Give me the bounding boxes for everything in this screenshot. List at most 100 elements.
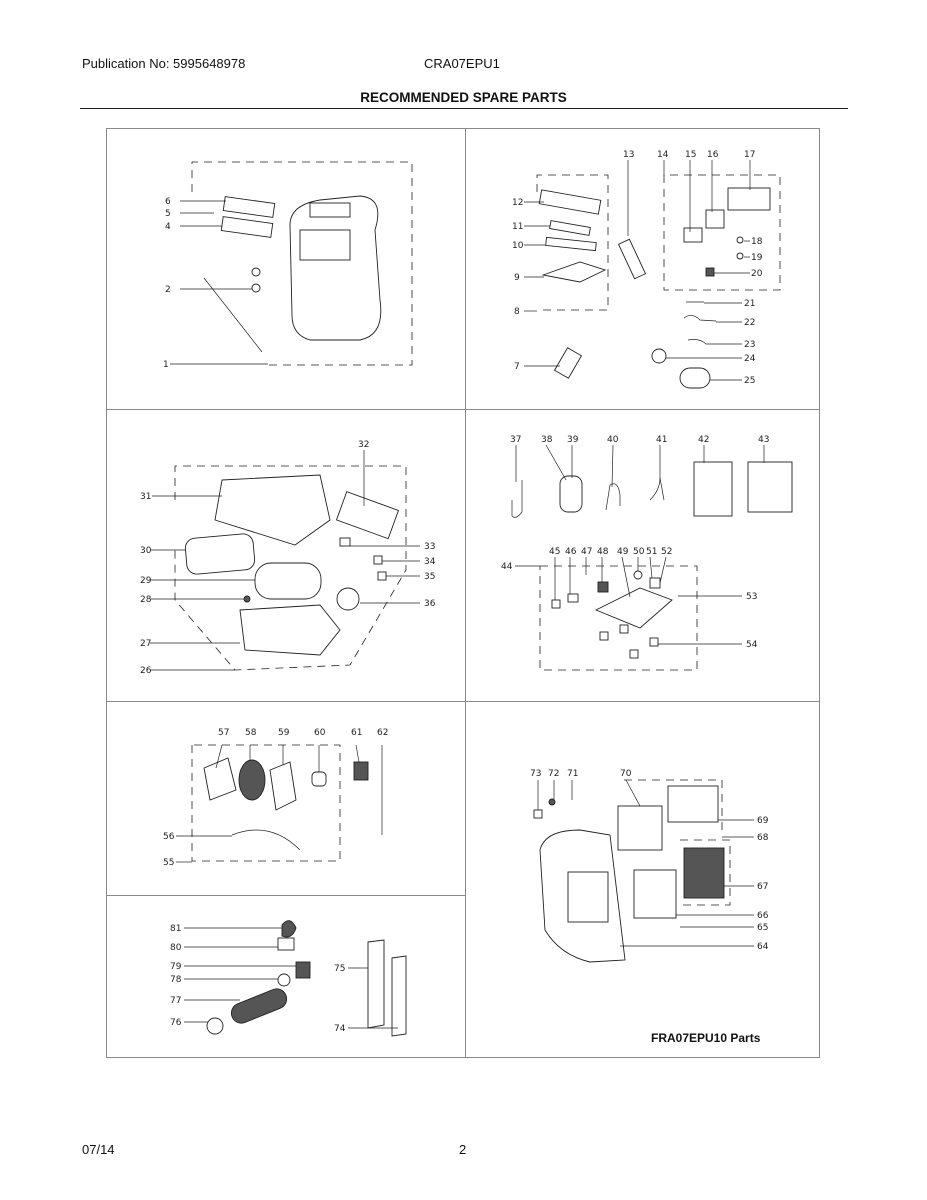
part-label-29: 29 xyxy=(140,576,152,586)
part-label-58: 58 xyxy=(245,728,257,738)
panel-rear-cabinet: 73 72 71 70 69 68 67 66 65 64 xyxy=(530,769,769,963)
part-label-28: 28 xyxy=(140,595,152,605)
control-cover-shape xyxy=(541,261,607,283)
part-label-65: 65 xyxy=(757,923,768,933)
part-label-5: 5 xyxy=(165,209,171,219)
part-label-48: 48 xyxy=(597,547,609,557)
part-label-14: 14 xyxy=(657,150,669,160)
part-label-46: 46 xyxy=(565,547,577,557)
carbon-filter-shape xyxy=(617,805,663,851)
model-number: CRA07EPU1 xyxy=(424,56,500,71)
top-louver-shape xyxy=(222,196,276,218)
part-label-74: 74 xyxy=(334,1024,346,1034)
panel-blower-housing: 31 30 29 28 27 26 32 33 34 35 36 xyxy=(140,440,436,676)
part-label-2: 2 xyxy=(165,285,171,295)
knob-shape-b xyxy=(251,283,261,293)
part-label-57: 57 xyxy=(218,728,229,738)
footer-date: 07/14 xyxy=(82,1142,115,1157)
front-cabinet-shape xyxy=(289,195,382,341)
part-label-55: 55 xyxy=(163,858,174,868)
part-label-41: 41 xyxy=(656,435,667,445)
part-label-31: 31 xyxy=(140,492,151,502)
grid-divider-row-1 xyxy=(106,409,820,410)
part-label-11: 11 xyxy=(512,222,523,232)
part-label-20: 20 xyxy=(751,269,763,279)
part-label-77: 77 xyxy=(170,996,181,1006)
rear-filter-frame-shape xyxy=(567,871,609,923)
page-number: 2 xyxy=(459,1142,467,1157)
electric-box-shape xyxy=(727,187,771,211)
part-label-19: 19 xyxy=(751,253,763,263)
knob-shape-a xyxy=(251,267,261,277)
part-label-25: 25 xyxy=(744,376,755,386)
part-label-6: 6 xyxy=(165,197,171,207)
part-label-49: 49 xyxy=(617,547,629,557)
part-label-67: 67 xyxy=(757,882,768,892)
window-slider-74-shape xyxy=(391,955,407,1037)
exhaust-hose-shape xyxy=(230,988,288,1024)
part-label-75: 75 xyxy=(334,964,345,974)
panel-strip-shape xyxy=(617,238,647,280)
part-label-10: 10 xyxy=(512,241,524,251)
part-label-76: 76 xyxy=(170,1018,182,1028)
part-label-39: 39 xyxy=(567,435,579,445)
part-label-4: 4 xyxy=(165,222,171,232)
part-label-15: 15 xyxy=(685,150,696,160)
lower-filter-frame-shape xyxy=(633,869,677,919)
cross-flow-fan-shape xyxy=(184,533,256,575)
base-pan-shape xyxy=(594,587,673,629)
capacitor-shape xyxy=(679,367,711,389)
part-label-59: 59 xyxy=(278,728,290,738)
part-label-30: 30 xyxy=(140,546,152,556)
grid-divider-vertical xyxy=(465,128,466,1058)
part-label-18: 18 xyxy=(751,237,763,247)
grid-divider-row-3-left xyxy=(106,895,466,896)
part-label-47: 47 xyxy=(581,547,592,557)
part-label-81: 81 xyxy=(170,924,181,934)
fan-blade-shape xyxy=(238,759,266,801)
lower-louver-shape xyxy=(220,216,274,238)
part-label-32: 32 xyxy=(358,440,369,450)
part-label-42: 42 xyxy=(698,435,709,445)
part-label-60: 60 xyxy=(314,728,326,738)
fan-motor-shape xyxy=(311,771,327,787)
hose-adapter-shape xyxy=(206,1017,224,1035)
part-label-34: 34 xyxy=(424,557,436,567)
control-panel-shape xyxy=(309,202,351,218)
part-label-68: 68 xyxy=(757,833,769,843)
window-filter-shape xyxy=(295,961,311,979)
part-label-33: 33 xyxy=(424,542,435,552)
window-slider-75-shape xyxy=(367,939,385,1029)
part-label-44: 44 xyxy=(501,562,513,572)
part-label-66: 66 xyxy=(757,911,769,921)
fan-shroud-shape xyxy=(203,757,237,801)
part-label-40: 40 xyxy=(607,435,619,445)
front-display-window xyxy=(299,229,351,261)
part-label-72: 72 xyxy=(548,769,559,779)
tube-37-shape xyxy=(511,480,523,518)
sensor-shape xyxy=(651,348,667,364)
motor-bracket-shape xyxy=(269,761,297,811)
part-label-38: 38 xyxy=(541,435,553,445)
header-rule xyxy=(80,108,848,109)
panel-cabinet-front: 6 5 4 2 1 xyxy=(163,161,413,370)
parts-variant-note: FRA07EPU10 Parts xyxy=(651,1031,761,1045)
part-label-7: 7 xyxy=(514,362,520,372)
part-label-21: 21 xyxy=(744,299,755,309)
part-label-56: 56 xyxy=(163,832,175,842)
evaporator-coil-shape xyxy=(335,491,400,540)
part-label-37: 37 xyxy=(510,435,521,445)
part-label-52: 52 xyxy=(661,547,672,557)
part-label-43: 43 xyxy=(758,435,769,445)
part-label-73: 73 xyxy=(530,769,541,779)
part-label-22: 22 xyxy=(744,318,755,328)
panel-refrigeration-base: 37 38 39 40 41 42 43 44 45 46 47 48 49 5… xyxy=(501,435,793,671)
window-seal-shape xyxy=(281,920,297,938)
page-title: RECOMMENDED SPARE PARTS xyxy=(360,90,567,105)
panel-exhaust-kit: 81 80 79 78 77 76 75 74 xyxy=(170,920,407,1037)
blower-motor-shape xyxy=(336,587,360,611)
part-label-70: 70 xyxy=(620,769,632,779)
upper-grille-shape xyxy=(667,785,719,823)
evaporator-shape xyxy=(747,461,793,513)
